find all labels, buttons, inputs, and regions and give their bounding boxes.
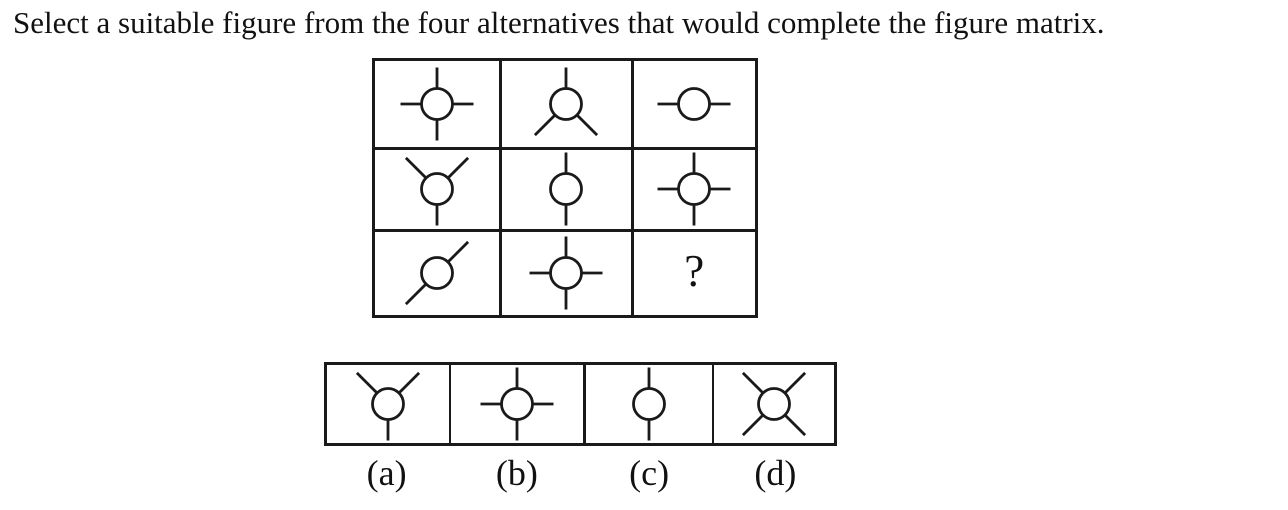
option-b-box[interactable] (451, 365, 584, 443)
circle-spokes-upright-downleft-icon (405, 241, 470, 306)
option-c-box[interactable] (585, 365, 712, 443)
option-a-box[interactable] (327, 365, 449, 443)
answer-options-strip (324, 362, 837, 446)
circle-spokes-up-down-icon (631, 367, 666, 441)
circle-spokes-left-right-icon (657, 87, 731, 121)
matrix-cell-r2c2 (501, 149, 632, 230)
matrix-cell-r2c3 (633, 149, 755, 230)
option-b-label: (b) (495, 453, 538, 493)
matrix-cell-r1c3 (633, 61, 755, 148)
matrix-cell-r1c2 (501, 61, 632, 148)
option-d-label: (d) (754, 453, 797, 493)
matrix-cell-r3c2 (501, 231, 632, 315)
option-a-label: (a) (366, 453, 407, 493)
option-d-box[interactable] (714, 365, 834, 443)
circle-spokes-up-down-left-right-icon (480, 367, 554, 441)
circle-spokes-four-diagonals-icon (741, 371, 807, 437)
answer-option-labels: (a) (b) (c) (d) (324, 450, 837, 497)
circle-spokes-up-down-left-right-icon (529, 236, 603, 310)
question-title: Select a suitable figure from the four a… (13, 5, 1105, 40)
matrix-cell-r2c1 (375, 149, 500, 230)
circle-spokes-up-down-left-right-icon (400, 67, 474, 141)
question-mark: ? (684, 245, 705, 296)
circle-spokes-up-downleft-downright-icon (534, 67, 599, 137)
circle-spokes-up-down-left-right-icon (657, 152, 731, 226)
circle-spokes-upleft-upright-down-icon (355, 371, 421, 441)
matrix-cell-r3c3: ? (633, 231, 755, 315)
circle-spokes-upleft-upright-down-icon (405, 157, 470, 226)
matrix-cell-r3c1 (375, 231, 500, 315)
figure-matrix: ? (372, 58, 758, 318)
matrix-cell-r1c1 (375, 61, 500, 148)
option-c-label: (c) (629, 453, 670, 493)
circle-spokes-up-down-icon (549, 152, 584, 226)
